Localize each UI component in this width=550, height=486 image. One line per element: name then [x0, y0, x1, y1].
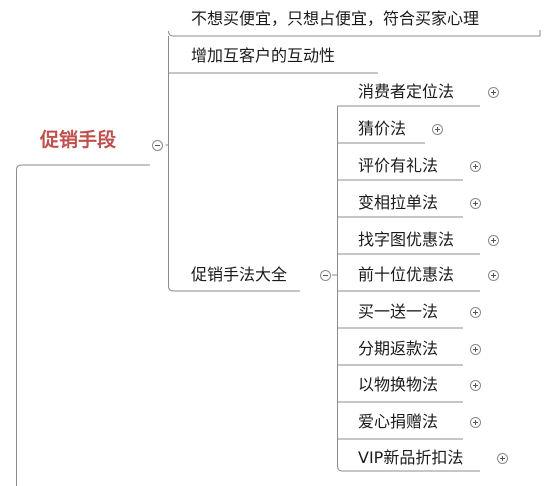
expand-icon[interactable]: [470, 344, 481, 355]
root-collapse-icon[interactable]: [152, 140, 163, 151]
child-topic-label[interactable]: 变相拉单法: [358, 193, 439, 212]
root-trunk: [16, 164, 150, 486]
child-topic-label[interactable]: 以物换物法: [358, 375, 439, 394]
child-topic-label[interactable]: 找字图优惠法: [358, 230, 455, 249]
expand-icon[interactable]: [488, 235, 499, 246]
branch-topic-label[interactable]: 不想买便宜，只想占便宜，符合买家心理: [191, 9, 480, 28]
branch-collapse-icon[interactable]: [320, 270, 331, 281]
expand-icon[interactable]: [432, 124, 443, 135]
expand-icon[interactable]: [470, 161, 481, 172]
expand-icon[interactable]: [488, 270, 499, 281]
expand-icon[interactable]: [470, 380, 481, 391]
branch-topic-label[interactable]: 增加互客户的互动性: [191, 46, 336, 65]
child-topic-label[interactable]: 分期返款法: [358, 339, 439, 358]
root-topic-label[interactable]: 促销手段: [40, 129, 117, 151]
child-topic-label[interactable]: 评价有礼法: [358, 156, 439, 175]
children-spine: [337, 106, 480, 472]
expand-icon[interactable]: [488, 87, 499, 98]
expand-icon[interactable]: [470, 307, 481, 318]
expand-icon[interactable]: [470, 417, 481, 428]
child-topic-label[interactable]: 买一送一法: [358, 302, 439, 321]
branch-underline-1: [168, 30, 541, 37]
child-topic-label[interactable]: 爱心捐赠法: [358, 412, 439, 431]
child-topic-label[interactable]: 前十位优惠法: [358, 265, 455, 284]
branch-topic-label[interactable]: 促销手法大全: [191, 265, 288, 284]
branch-spine: [168, 36, 300, 292]
expand-icon[interactable]: [497, 453, 508, 464]
child-topic-label[interactable]: 消费者定位法: [358, 82, 455, 101]
child-topic-label[interactable]: VIP新品折扣法: [358, 448, 464, 467]
expand-icon[interactable]: [470, 198, 481, 209]
child-topic-label[interactable]: 猜价法: [358, 119, 407, 138]
